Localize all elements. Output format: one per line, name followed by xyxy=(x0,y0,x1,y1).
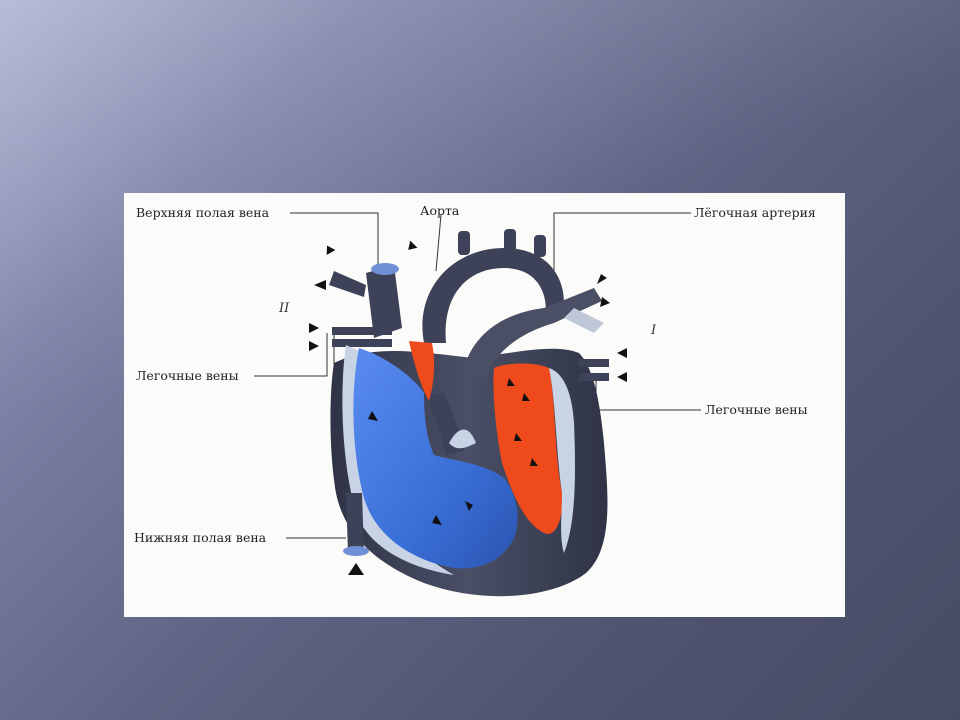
arrow-icon xyxy=(597,274,607,284)
label-circulation-small: II xyxy=(279,301,290,316)
arrow-icon xyxy=(600,297,610,307)
pulmonary-trunk xyxy=(464,288,602,378)
left-chamber-lining xyxy=(549,368,575,553)
valve xyxy=(449,429,476,449)
leader-pulmonary-veins-right xyxy=(595,375,701,411)
heart-diagram-figure: Верхняя полая вена Аорта Лёгочная артери… xyxy=(124,193,845,617)
right-chamber-lining xyxy=(342,345,454,575)
pulmonary-vein-right-2 xyxy=(579,373,609,381)
aortic-arch xyxy=(422,248,564,343)
arrow-icon xyxy=(408,240,418,250)
label-inferior-vena-cava: Нижняя полая вена xyxy=(134,530,267,545)
label-pulmonary-veins-right: Легочные вены xyxy=(705,402,808,417)
inferior-vena-cava xyxy=(346,493,364,553)
flow-arrows xyxy=(309,240,627,575)
arrow-icon xyxy=(309,341,319,351)
superior-vena-cava xyxy=(366,265,402,338)
aortic-branch-3 xyxy=(534,235,546,257)
aortic-branch-2 xyxy=(504,229,516,253)
pulmonary-branch xyxy=(564,308,604,333)
aorta-lumen xyxy=(409,341,435,401)
label-aorta: Аорта xyxy=(420,203,460,218)
pulmonary-vein-left-1 xyxy=(332,327,392,335)
aortic-branch-1 xyxy=(458,231,470,255)
leader-aorta xyxy=(435,214,442,272)
svc-branch xyxy=(329,271,366,297)
label-circulation-large: I xyxy=(651,323,657,338)
arrow-icon xyxy=(326,245,336,255)
leader-pulmonary-veins-left xyxy=(254,333,328,377)
arrow-icon xyxy=(348,563,364,575)
arrow-icon xyxy=(617,348,627,358)
arrow-icon xyxy=(530,458,538,466)
pulmonary-vein-left-2 xyxy=(332,339,392,347)
arrow-icon xyxy=(314,280,326,290)
label-pulmonary-veins-left: Легочные вены xyxy=(136,368,239,383)
arrow-icon xyxy=(432,515,442,525)
label-superior-vena-cava: Верхняя полая вена xyxy=(136,205,270,220)
leader-pulmonary-artery xyxy=(553,212,691,303)
arrow-icon xyxy=(507,378,515,386)
heart-diagram xyxy=(254,212,701,597)
ivc-opening xyxy=(343,546,369,556)
svc-opening xyxy=(371,263,399,275)
arrow-icon xyxy=(309,323,319,333)
arrow-icon xyxy=(617,372,627,382)
pulmonary-vein-right-1 xyxy=(579,359,609,367)
arrow-icon xyxy=(465,501,473,511)
label-pulmonary-artery: Лёгочная артерия xyxy=(694,205,816,220)
arrow-icon xyxy=(514,433,522,441)
arrow-icon xyxy=(368,411,378,421)
left-atrium-ventricle xyxy=(493,363,563,534)
right-atrium-ventricle xyxy=(353,348,518,569)
leader-superior-vena-cava xyxy=(290,212,379,268)
arrow-icon xyxy=(522,393,530,401)
